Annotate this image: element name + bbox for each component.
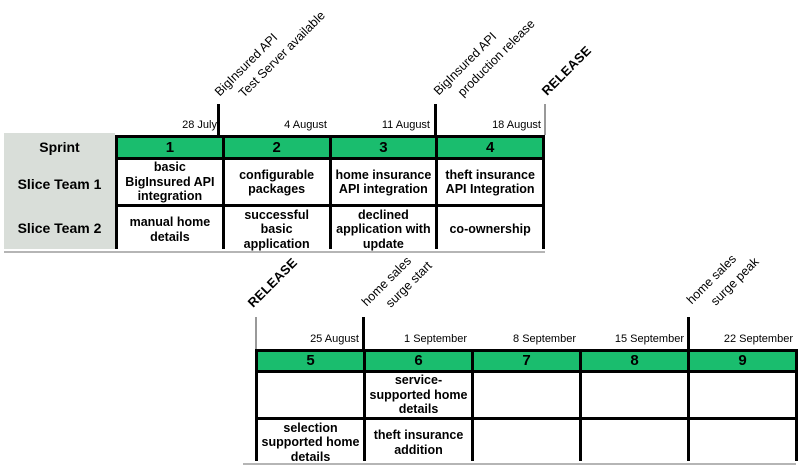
- sprint-cell: 9: [690, 352, 795, 370]
- team2-cell: co-ownership: [438, 207, 542, 253]
- team2-cell: [474, 420, 579, 466]
- row-header-sprint: Sprint: [39, 139, 80, 155]
- team1-cell: [474, 373, 579, 417]
- team2-cell: theft insurance addition: [366, 420, 471, 466]
- milestone-label-release-bottom: RELEASE: [244, 254, 301, 311]
- date-label: 25 August: [310, 333, 359, 345]
- date-label: 22 September: [723, 333, 793, 345]
- sprint-cell: 2: [224, 138, 329, 157]
- milestone-tick-surge-peak: [687, 317, 690, 349]
- team1-cell: [582, 373, 687, 417]
- team1-cell: configurable packages: [224, 160, 329, 204]
- team1-cell: service-supported home details: [366, 373, 471, 417]
- sprint-cell: 8: [582, 352, 687, 370]
- team1-cell: theft insurance API Integration: [438, 160, 542, 204]
- team2-cell: [690, 420, 795, 466]
- team1-cell: home insurance API integration: [331, 160, 436, 204]
- date-label: 1 September: [404, 333, 467, 345]
- milestone-tick-release-top: [544, 104, 546, 135]
- sprint-cell: 3: [331, 138, 436, 157]
- row-header-slice-team-1: Slice Team 1: [17, 176, 102, 192]
- team2-cell: declined application with update: [331, 207, 436, 253]
- date-label: 8 September: [513, 333, 576, 345]
- top-table-shadow: [4, 251, 545, 253]
- milestone-label-production-release: BigInsured API production release: [430, 2, 540, 112]
- milestone-label-release-top: RELEASE: [538, 42, 595, 99]
- sprint-cell: 6: [366, 352, 471, 370]
- date-label: 28 July: [182, 119, 217, 131]
- sprint-cell: 7: [474, 352, 579, 370]
- row-header-slice-team-2: Slice Team 2: [17, 220, 102, 236]
- milestone-tick-test-server: [217, 104, 220, 135]
- team2-cell: manual home details: [118, 207, 222, 253]
- date-label: 18 August: [492, 119, 541, 131]
- milestone-label-surge-peak: home sales surge peak: [683, 240, 764, 321]
- row-header-box: Sprint Slice Team 1 Slice Team 2: [4, 133, 115, 249]
- sprint-cell: 5: [258, 352, 363, 370]
- bottom-sprint-table: 5 6 7 8 9 service-supported home details…: [255, 349, 798, 466]
- sprint-cell: 4: [438, 138, 542, 157]
- date-label: 4 August: [284, 119, 327, 131]
- milestone-label-test-server: BigInsured API Test Server available: [211, 0, 330, 113]
- bottom-table-shadow: [243, 463, 796, 465]
- team1-cell: [690, 373, 795, 417]
- milestone-tick-release-bottom: [255, 317, 257, 349]
- team2-cell: selection supported home details: [258, 420, 363, 466]
- team2-cell: successful basic application: [224, 207, 329, 253]
- milestone-label-surge-start: home sales surge start: [358, 244, 437, 323]
- sprint-cell: 1: [118, 138, 222, 157]
- team2-cell: [582, 420, 687, 466]
- team1-cell: basic BigInsured API integration: [118, 160, 222, 204]
- date-label: 15 September: [614, 333, 684, 345]
- milestone-tick-production-release: [434, 104, 437, 135]
- milestone-tick-surge-start: [362, 317, 365, 349]
- date-label: 11 August: [381, 119, 430, 131]
- top-sprint-table: 1 2 3 4 basic BigInsured API integration…: [115, 135, 545, 253]
- team1-cell: [258, 373, 363, 417]
